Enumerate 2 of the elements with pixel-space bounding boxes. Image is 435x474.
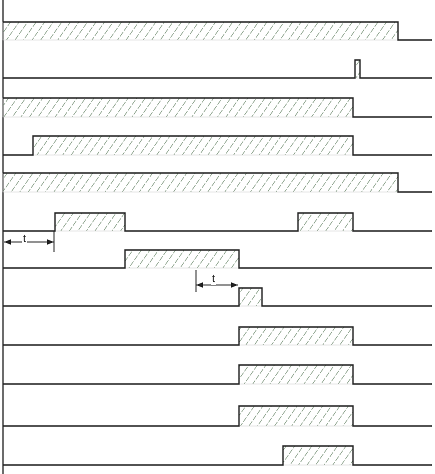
- dimension-label: t: [22, 234, 28, 245]
- dimension-label: t: [211, 274, 216, 285]
